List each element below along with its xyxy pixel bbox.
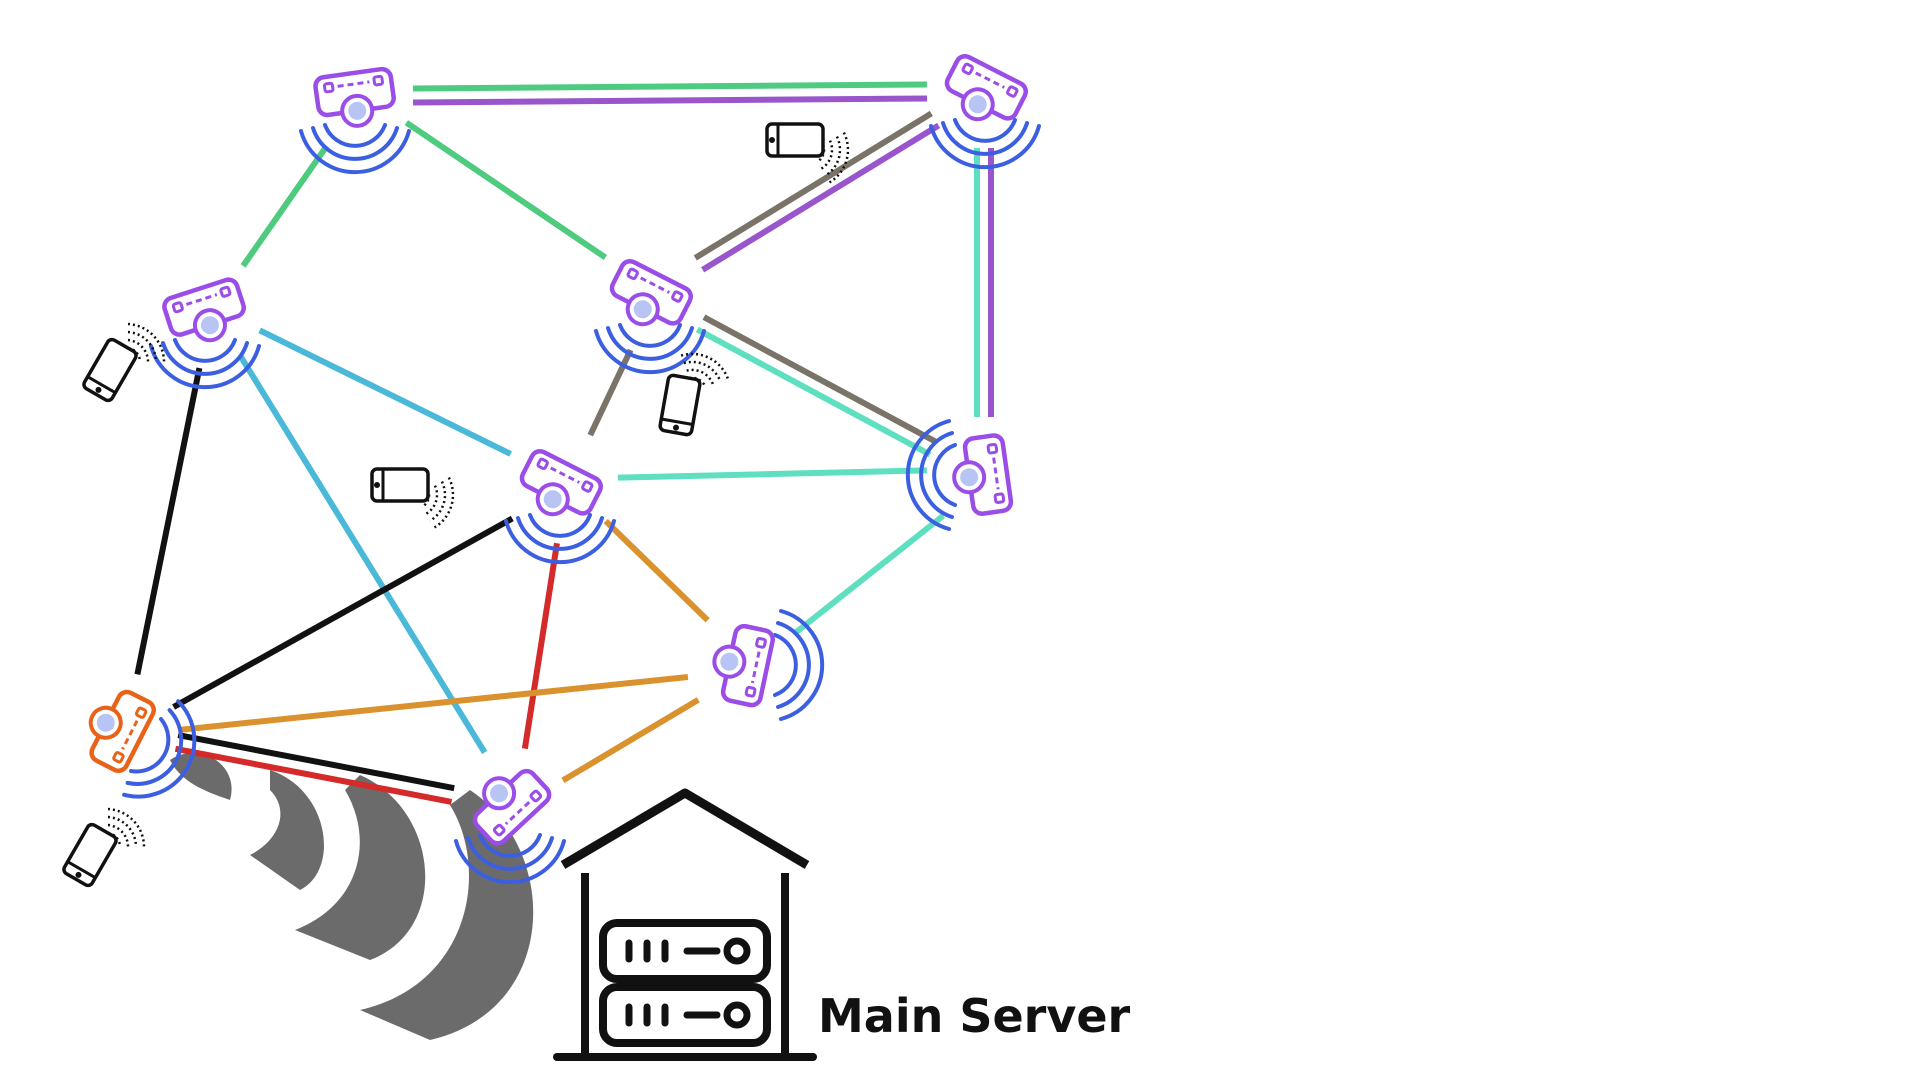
wifi-icon [929, 118, 1041, 170]
phone-icon [60, 807, 146, 889]
link-cam-5-cam-8 [172, 515, 514, 710]
server-signal-icon [170, 752, 534, 1040]
server-label: Main Server [818, 989, 1131, 1043]
link-cam-1-cam-4 [404, 120, 608, 260]
link-cam-1-cam-2 [413, 95, 928, 106]
cam-3-node [149, 276, 261, 390]
cam-6-node [905, 419, 1012, 531]
link-cam-3-cam-5 [258, 327, 512, 457]
cam-5-node [504, 439, 616, 565]
link-cam-6-cam-7 [792, 513, 946, 637]
link-cam-7-cam-9 [561, 697, 700, 784]
wifi-icon [504, 513, 616, 565]
link-cam-7-cam-8 [177, 673, 689, 733]
phone-icon [356, 436, 469, 550]
link-cam-8-cam-9 [177, 732, 455, 792]
phone-icon [80, 322, 166, 404]
link-cam-4-cam-6 [702, 314, 939, 445]
link-cam-1-cam-2 [412, 81, 927, 92]
link-cam-5-cam-7 [603, 518, 710, 623]
cam-1-node [299, 68, 411, 175]
camera-icon [314, 68, 397, 131]
cam-2-node [929, 44, 1041, 170]
camera-icon [949, 434, 1012, 517]
camera-icon [66, 676, 165, 780]
main-server-icon [553, 788, 817, 1061]
link-cam-3-cam-8 [134, 367, 203, 675]
mesh-links [134, 81, 994, 805]
link-cam-5-cam-9 [521, 542, 560, 750]
link-cam-2-cam-4 [693, 110, 933, 261]
link-cam-5-cam-6 [617, 467, 927, 481]
link-cam-4-cam-6 [695, 326, 932, 458]
link-cam-2-cam-4 [701, 122, 941, 273]
wifi-icon [594, 323, 706, 375]
link-cam-4-cam-5 [587, 348, 634, 437]
link-cam-8-cam-9 [174, 745, 453, 805]
link-cam-1-cam-3 [240, 144, 330, 268]
camera-icon [697, 614, 785, 713]
link-cam-3-cam-9 [237, 354, 488, 755]
wifi-icon [299, 123, 411, 175]
